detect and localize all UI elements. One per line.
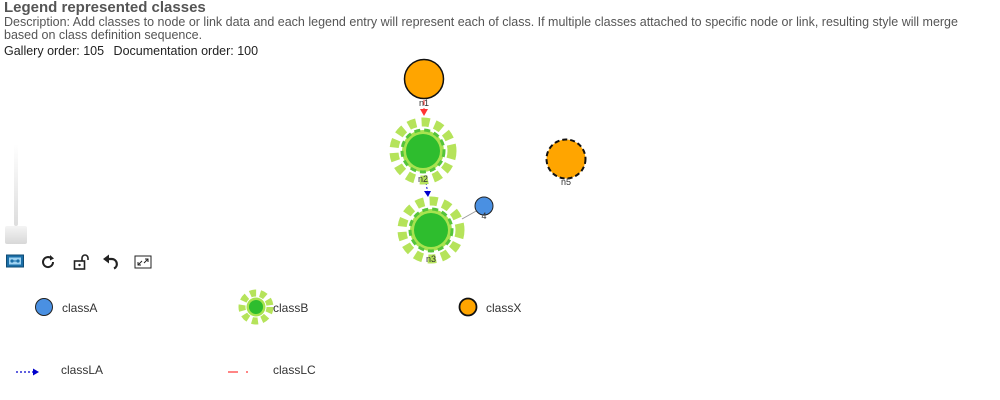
unlock-button[interactable] <box>72 253 92 273</box>
page-description: Description: Add classes to node or link… <box>4 15 958 42</box>
classX-swatch-icon <box>458 297 478 317</box>
fit-screen-button[interactable] <box>134 253 154 273</box>
zoom-slider-track[interactable] <box>14 144 18 226</box>
undo-icon <box>103 254 118 270</box>
node-n5[interactable]: n5 <box>545 138 587 188</box>
node-n2[interactable]: n2 <box>389 117 457 185</box>
node-n4[interactable]: 4 <box>474 196 494 221</box>
documentation-order: Documentation order: 100 <box>113 44 259 58</box>
gallery-order: Gallery order: 105 <box>4 44 105 58</box>
legend-item-classB[interactable] <box>238 289 274 330</box>
graph-canvas[interactable]: n1 n2 n3 4 n5 <box>0 0 1000 280</box>
arrow-n2-n3 <box>424 191 431 197</box>
unlock-icon <box>73 254 89 270</box>
node-label-n2: n2 <box>418 174 428 184</box>
node-label-n1: n1 <box>419 98 429 108</box>
classLC-swatch-icon <box>228 371 248 373</box>
legend-label-classA: classA <box>62 301 98 315</box>
legend-label-classLC: classLC <box>273 363 316 377</box>
legend-item-classA[interactable] <box>34 297 54 322</box>
arrow-n1-n2 <box>420 109 428 116</box>
legend: classA classB classX classLA classLC <box>0 280 1000 400</box>
page-title: Legend represented classes <box>4 0 206 16</box>
node-n1[interactable]: n1 <box>403 58 445 109</box>
legend-label-classLA: classLA <box>61 363 104 377</box>
legend-item-classX[interactable] <box>458 297 478 322</box>
node-n3[interactable]: n3 <box>397 196 465 264</box>
expand-icon <box>134 255 152 269</box>
classLA-swatch-icon <box>16 368 39 376</box>
legend-label-classB: classB <box>273 301 309 315</box>
undo-button[interactable] <box>102 253 122 273</box>
node-label-n3: n3 <box>426 254 436 264</box>
overview-icon <box>6 254 24 268</box>
link-n3-n4[interactable] <box>461 209 479 220</box>
node-label-n4: 4 <box>481 211 486 221</box>
overview-button[interactable] <box>6 253 26 273</box>
classB-swatch-icon <box>238 289 274 325</box>
legend-label-classX: classX <box>486 301 522 315</box>
refresh-button[interactable] <box>39 253 59 273</box>
refresh-icon <box>42 255 55 269</box>
legend-item-classLC[interactable] <box>228 364 252 382</box>
node-label-n5: n5 <box>561 177 571 187</box>
classA-swatch-icon <box>35 298 53 316</box>
legend-item-classLA[interactable] <box>16 364 40 382</box>
order-info: Gallery order: 105 Documentation order: … <box>4 44 264 58</box>
zoom-slider-handle[interactable] <box>5 226 27 244</box>
